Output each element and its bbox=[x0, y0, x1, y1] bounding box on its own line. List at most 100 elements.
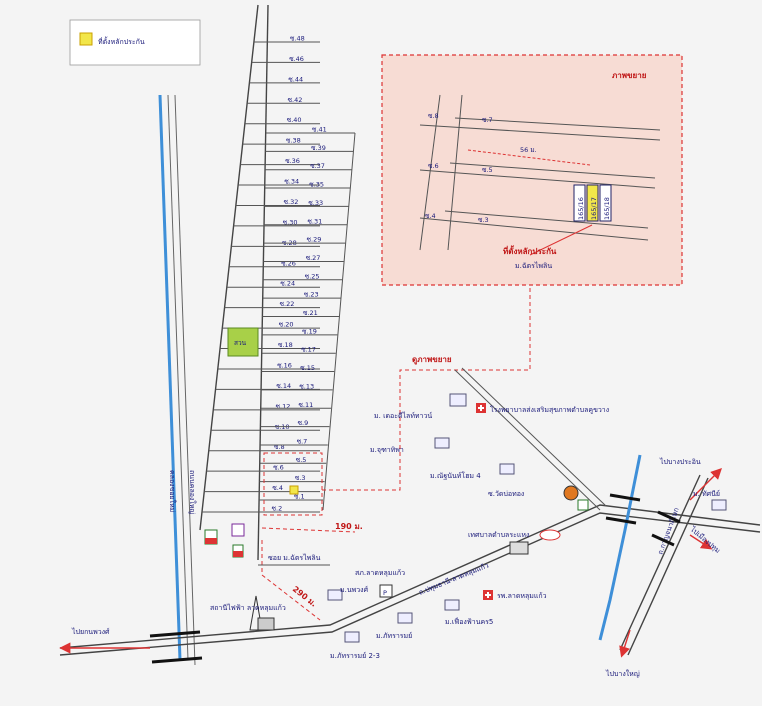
soi-boundary bbox=[322, 132, 356, 511]
bridge-far-right bbox=[651, 510, 681, 547]
distance-290-line bbox=[261, 574, 321, 621]
kanchana-road bbox=[619, 474, 701, 651]
distance-190: 190 ม. bbox=[335, 522, 363, 531]
arrow-ne bbox=[689, 468, 722, 501]
soi-label-right: ซ.27 bbox=[306, 254, 321, 262]
store-icon-right bbox=[577, 499, 589, 511]
station-label: สถานีไฟฟ้า ลาดหลุมแก้ว bbox=[210, 603, 286, 612]
watboi-road bbox=[454, 369, 601, 511]
house-icon-muang bbox=[444, 599, 460, 611]
house-icon-pattaram bbox=[397, 612, 413, 624]
municipality-label: เทศบาลตำบลระแหง bbox=[468, 531, 529, 539]
plot-165-16: 165/16 bbox=[577, 197, 585, 220]
soi-label-right: ซ.9 bbox=[298, 419, 309, 427]
soi-label-right: ซ.33 bbox=[308, 199, 323, 207]
legend-swatch bbox=[79, 32, 93, 46]
soi-label-right: ซ.23 bbox=[304, 291, 319, 299]
bank-icon bbox=[231, 523, 245, 537]
dir-southeast: ไปเมืองปทุม bbox=[688, 524, 722, 555]
soi-grid: ซ.48ซ.46ซ.44ซ.42ซ.40ซ.38ซ.36ซ.34ซ.32ซ.30… bbox=[201, 35, 356, 513]
zoom-location-label: ที่ตั้งหลักประกัน bbox=[503, 245, 557, 256]
village-nirun-label: ม.ณัฐนันท์โฮม 4 bbox=[430, 471, 481, 480]
police-icon: P bbox=[379, 584, 393, 598]
municipality-icon bbox=[509, 541, 529, 555]
house-icon-nirun bbox=[499, 463, 515, 475]
house-icon-nawong bbox=[327, 589, 343, 601]
park-label: สวน bbox=[234, 339, 247, 347]
soi-label-right: ซ.15 bbox=[300, 364, 315, 372]
store-icon-1 bbox=[204, 529, 218, 545]
village-pattaram23-label: ม.ภัทรารมย์ 2-3 bbox=[330, 652, 380, 660]
soi-label-left: ซ.44 bbox=[288, 75, 303, 83]
view-zoom-label: ดูภาพขยาย bbox=[412, 355, 452, 365]
house-icon-tidnee bbox=[711, 499, 727, 511]
house-icon-pattaram23 bbox=[344, 631, 360, 643]
logo-icon bbox=[539, 529, 561, 541]
hospital2-label: รพ.ลาดหลุมแก้ว bbox=[497, 592, 547, 600]
plot-165-17: 165/17 bbox=[590, 197, 598, 220]
village-pattaram-label: ม.ภัทรารมย์ bbox=[376, 632, 412, 640]
hospital2-icon bbox=[483, 590, 493, 600]
zoom-soi-6: ซ.6 bbox=[428, 162, 439, 170]
soi-label-left: ซ.32 bbox=[284, 198, 299, 206]
soi-label-right: ซ.11 bbox=[299, 401, 314, 409]
soi-label-left: ซ.42 bbox=[288, 96, 303, 104]
zoom-distance: 56 ม. bbox=[520, 146, 537, 154]
soi-label-right: ซ.5 bbox=[296, 456, 307, 464]
zoom-title: ภาพขยาย bbox=[612, 71, 647, 80]
soi-label-left: ซ.8 bbox=[274, 443, 285, 451]
plot-165-18: 165/18 bbox=[603, 197, 611, 220]
canal-right bbox=[598, 454, 642, 641]
store-icon-2 bbox=[232, 544, 244, 558]
soi-village-label: ซอย ม.ฉัตรไพลิน bbox=[268, 553, 321, 562]
soi-label-left: ซ.40 bbox=[287, 116, 302, 124]
soi-label-left: ซ.36 bbox=[285, 157, 300, 165]
main-road-label: ถ.ปทุมธานี-ลาดหลุมแก้ว bbox=[418, 561, 490, 596]
house-icon-delight bbox=[449, 393, 467, 407]
zoom-soi-4: ซ.4 bbox=[425, 212, 436, 220]
hospital-label: โรงพยาบาลส่งเสริมสุขภาพตำบลคูขวาง bbox=[490, 405, 609, 414]
svg-text:P: P bbox=[383, 589, 387, 597]
zoom-pointer bbox=[529, 224, 593, 256]
dir-west: ไปยกนพวงศ์ bbox=[71, 627, 110, 636]
dir-northeast: ไปบางประอิน bbox=[659, 457, 701, 466]
house-icon-chuchat bbox=[434, 437, 450, 449]
zoom-soi-5: ซ.5 bbox=[482, 166, 493, 174]
village-nawong-label: ม.นพวงศ์ bbox=[340, 586, 369, 594]
zoom-plots: 165/16 165/17 165/18 bbox=[573, 184, 612, 222]
soi-label-right: ซ.1 bbox=[294, 493, 305, 501]
park bbox=[227, 327, 259, 357]
canal-label: คลองซอยใหม่ bbox=[168, 470, 177, 512]
station-icon bbox=[249, 595, 275, 631]
soi-label-right: ซ.39 bbox=[311, 144, 326, 152]
zoom-link bbox=[322, 285, 531, 491]
dir-south: ไปบางใหญ่ bbox=[605, 669, 640, 678]
soi-label-right: ซ.29 bbox=[307, 236, 322, 244]
soi-label-left: ซ.22 bbox=[280, 300, 295, 308]
soi-watboi-label: ซ.วัดบ่อทอง bbox=[488, 490, 524, 498]
target-area-box bbox=[263, 452, 323, 516]
canal-road-line-2 bbox=[174, 94, 196, 666]
soi-label-right: ซ.21 bbox=[303, 309, 318, 317]
soi-label-right: ซ.17 bbox=[301, 346, 316, 354]
main-road bbox=[59, 504, 761, 649]
bridge-left bbox=[149, 630, 203, 664]
soi-label-left: ซ.20 bbox=[279, 321, 294, 329]
hospital-icon bbox=[476, 403, 486, 413]
village-tidnee-label: ม. ทัศนีย์ bbox=[693, 490, 720, 498]
zoom-soi-3: ซ.3 bbox=[478, 216, 489, 224]
soi-label-right: ซ.13 bbox=[299, 382, 314, 390]
police-label: สภ.ลาดหลุมแก้ว bbox=[355, 569, 405, 577]
canal-road-line-1 bbox=[167, 94, 189, 661]
distance-190-line bbox=[261, 527, 356, 533]
zoom-village-label: ม.ฉัตรไพลิน bbox=[515, 261, 552, 270]
soi-label-left: ซ.26 bbox=[281, 259, 296, 267]
canal-line bbox=[158, 94, 182, 661]
legend: ที่ตั้งหลักประกัน bbox=[69, 19, 201, 66]
bridge-right bbox=[605, 493, 641, 525]
soi-label-left: ซ.16 bbox=[277, 361, 292, 369]
soi-label-left: ซ.14 bbox=[276, 382, 291, 390]
soi-label-right: ซ.31 bbox=[308, 217, 323, 225]
soi-label-left: ซ.12 bbox=[276, 402, 291, 410]
